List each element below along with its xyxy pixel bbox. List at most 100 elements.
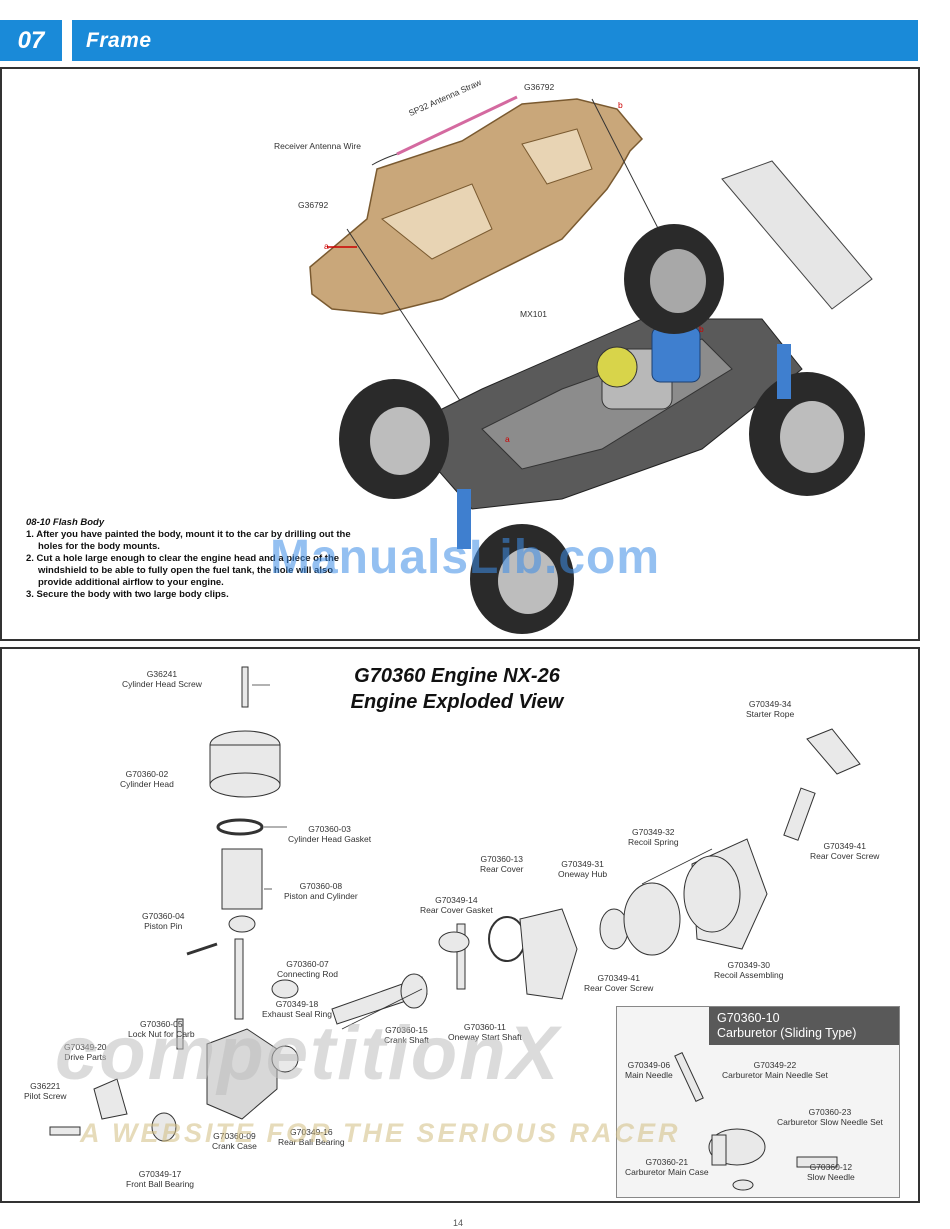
carb-part-code: G70349-22: [753, 1060, 797, 1070]
carb-part-name: Main Needle: [625, 1070, 673, 1080]
section-number: 07: [0, 20, 62, 61]
wheel-rear-left: [624, 224, 724, 334]
part-code: G70349-14: [435, 895, 478, 905]
pilot-screw: [49, 1126, 81, 1136]
step-1: 1. After you have painted the body, moun…: [26, 529, 351, 540]
part-code: G36221: [30, 1081, 61, 1091]
part-code: G70349-34: [748, 699, 792, 709]
drive-parts: [93, 1078, 128, 1120]
oneway-start-piston: [438, 931, 470, 953]
carburetor-diagram: [674, 1051, 838, 1191]
carb-title-name: Carburetor (Sliding Type): [717, 1026, 857, 1040]
rear-wing: [721, 160, 873, 310]
carb-part-code: G70349-06: [627, 1060, 671, 1070]
part-code: G70360-09: [213, 1131, 256, 1141]
callout-point-a: a: [324, 241, 329, 251]
part-name: Cylinder Head Gasket: [288, 834, 372, 844]
callout-point-b: b: [618, 100, 623, 110]
carb-part-code: G70360-21: [645, 1157, 689, 1167]
rear-cover: [519, 908, 578, 1000]
recoil-spring: [623, 882, 681, 956]
wheel-rear-right: [749, 372, 865, 496]
step-2: 2. Cut a hole large enough to clear the …: [26, 553, 340, 564]
piston-cylinder: [221, 848, 263, 910]
engine-title: G70360 Engine NX-26 Engine Exploded View: [292, 663, 622, 715]
flash-body-instructions: 08-10 Flash Body 1. After you have paint…: [26, 517, 406, 601]
carb-title-code: G70360-10: [717, 1011, 780, 1025]
part-code: G70360-05: [140, 1019, 183, 1029]
part-name: Rear Cover Gasket: [420, 905, 493, 915]
air-filter: [596, 346, 638, 388]
part-code: G70360-08: [299, 881, 343, 891]
piston: [228, 915, 256, 933]
callout-receiver-antenna-wire: Receiver Antenna Wire: [274, 141, 361, 151]
part-name: Exhaust Seal Ring: [262, 1009, 332, 1019]
engine-title-line1: G70360 Engine NX-26: [354, 665, 560, 687]
competitionx-tagline: A WEBSITE FOR THE SERIOUS RACER: [80, 1118, 681, 1148]
part-code: G70360-04: [142, 911, 185, 921]
carburetor-inset: G70360-10 Carburetor (Sliding Type) G703…: [616, 1006, 900, 1198]
part-code: G70360-11: [463, 1022, 506, 1032]
part-name: Drive Parts: [64, 1052, 107, 1062]
part-name: Crank Case: [212, 1141, 257, 1151]
part-code: G70360-02: [125, 769, 169, 779]
body-label: MX101: [520, 309, 547, 319]
rear-ball-bearing: [271, 1045, 299, 1073]
recoil-assembling: [683, 855, 741, 933]
part-code: G70349-30: [727, 960, 770, 970]
car-illustration: [309, 95, 873, 634]
exhaust-seal-ring: [271, 979, 299, 999]
part-name: Pilot Screw: [24, 1091, 67, 1101]
cylinder-head-bottom: [209, 772, 281, 798]
callout-point-a-car: a: [505, 434, 510, 444]
part-name: Rear Cover Screw: [810, 851, 880, 861]
carb-part-name: Carburetor Main Case: [625, 1167, 709, 1177]
part-code: G70360-13: [480, 854, 523, 864]
part-code: G70360-07: [286, 959, 329, 969]
carburetor-inset-header: G70360-10 Carburetor (Sliding Type): [709, 1007, 899, 1045]
part-name: Piston and Cylinder: [284, 891, 358, 901]
part-code: G36241: [146, 669, 178, 679]
carb-part-name: Carburetor Slow Needle Set: [777, 1117, 883, 1127]
instructions-title: 08-10 Flash Body: [26, 517, 105, 528]
part-name: Rear Cover Screw: [584, 983, 654, 993]
shock-rear: [777, 344, 791, 399]
antenna-wire: [371, 153, 398, 166]
callout-g36792-left: G36792: [298, 200, 329, 210]
engine-diagram: [49, 666, 861, 1142]
carb-o-ring: [732, 1179, 754, 1191]
crank-case: [206, 1028, 278, 1120]
carb-part-code: G70360-12: [809, 1162, 853, 1172]
part-code: G70349-18: [275, 999, 319, 1009]
part-name: Crank Shaft: [384, 1035, 429, 1045]
part-code: G70349-17: [138, 1169, 182, 1179]
connecting-rod: [234, 938, 244, 1020]
carb-part-name: Slow Needle: [807, 1172, 855, 1182]
part-name: Lock Nut for Carb: [128, 1029, 195, 1039]
part-code: G70349-16: [290, 1127, 333, 1137]
body-window-right: [521, 128, 593, 185]
antenna-straw: [396, 95, 518, 156]
crank-shaft-disc: [400, 973, 428, 1009]
